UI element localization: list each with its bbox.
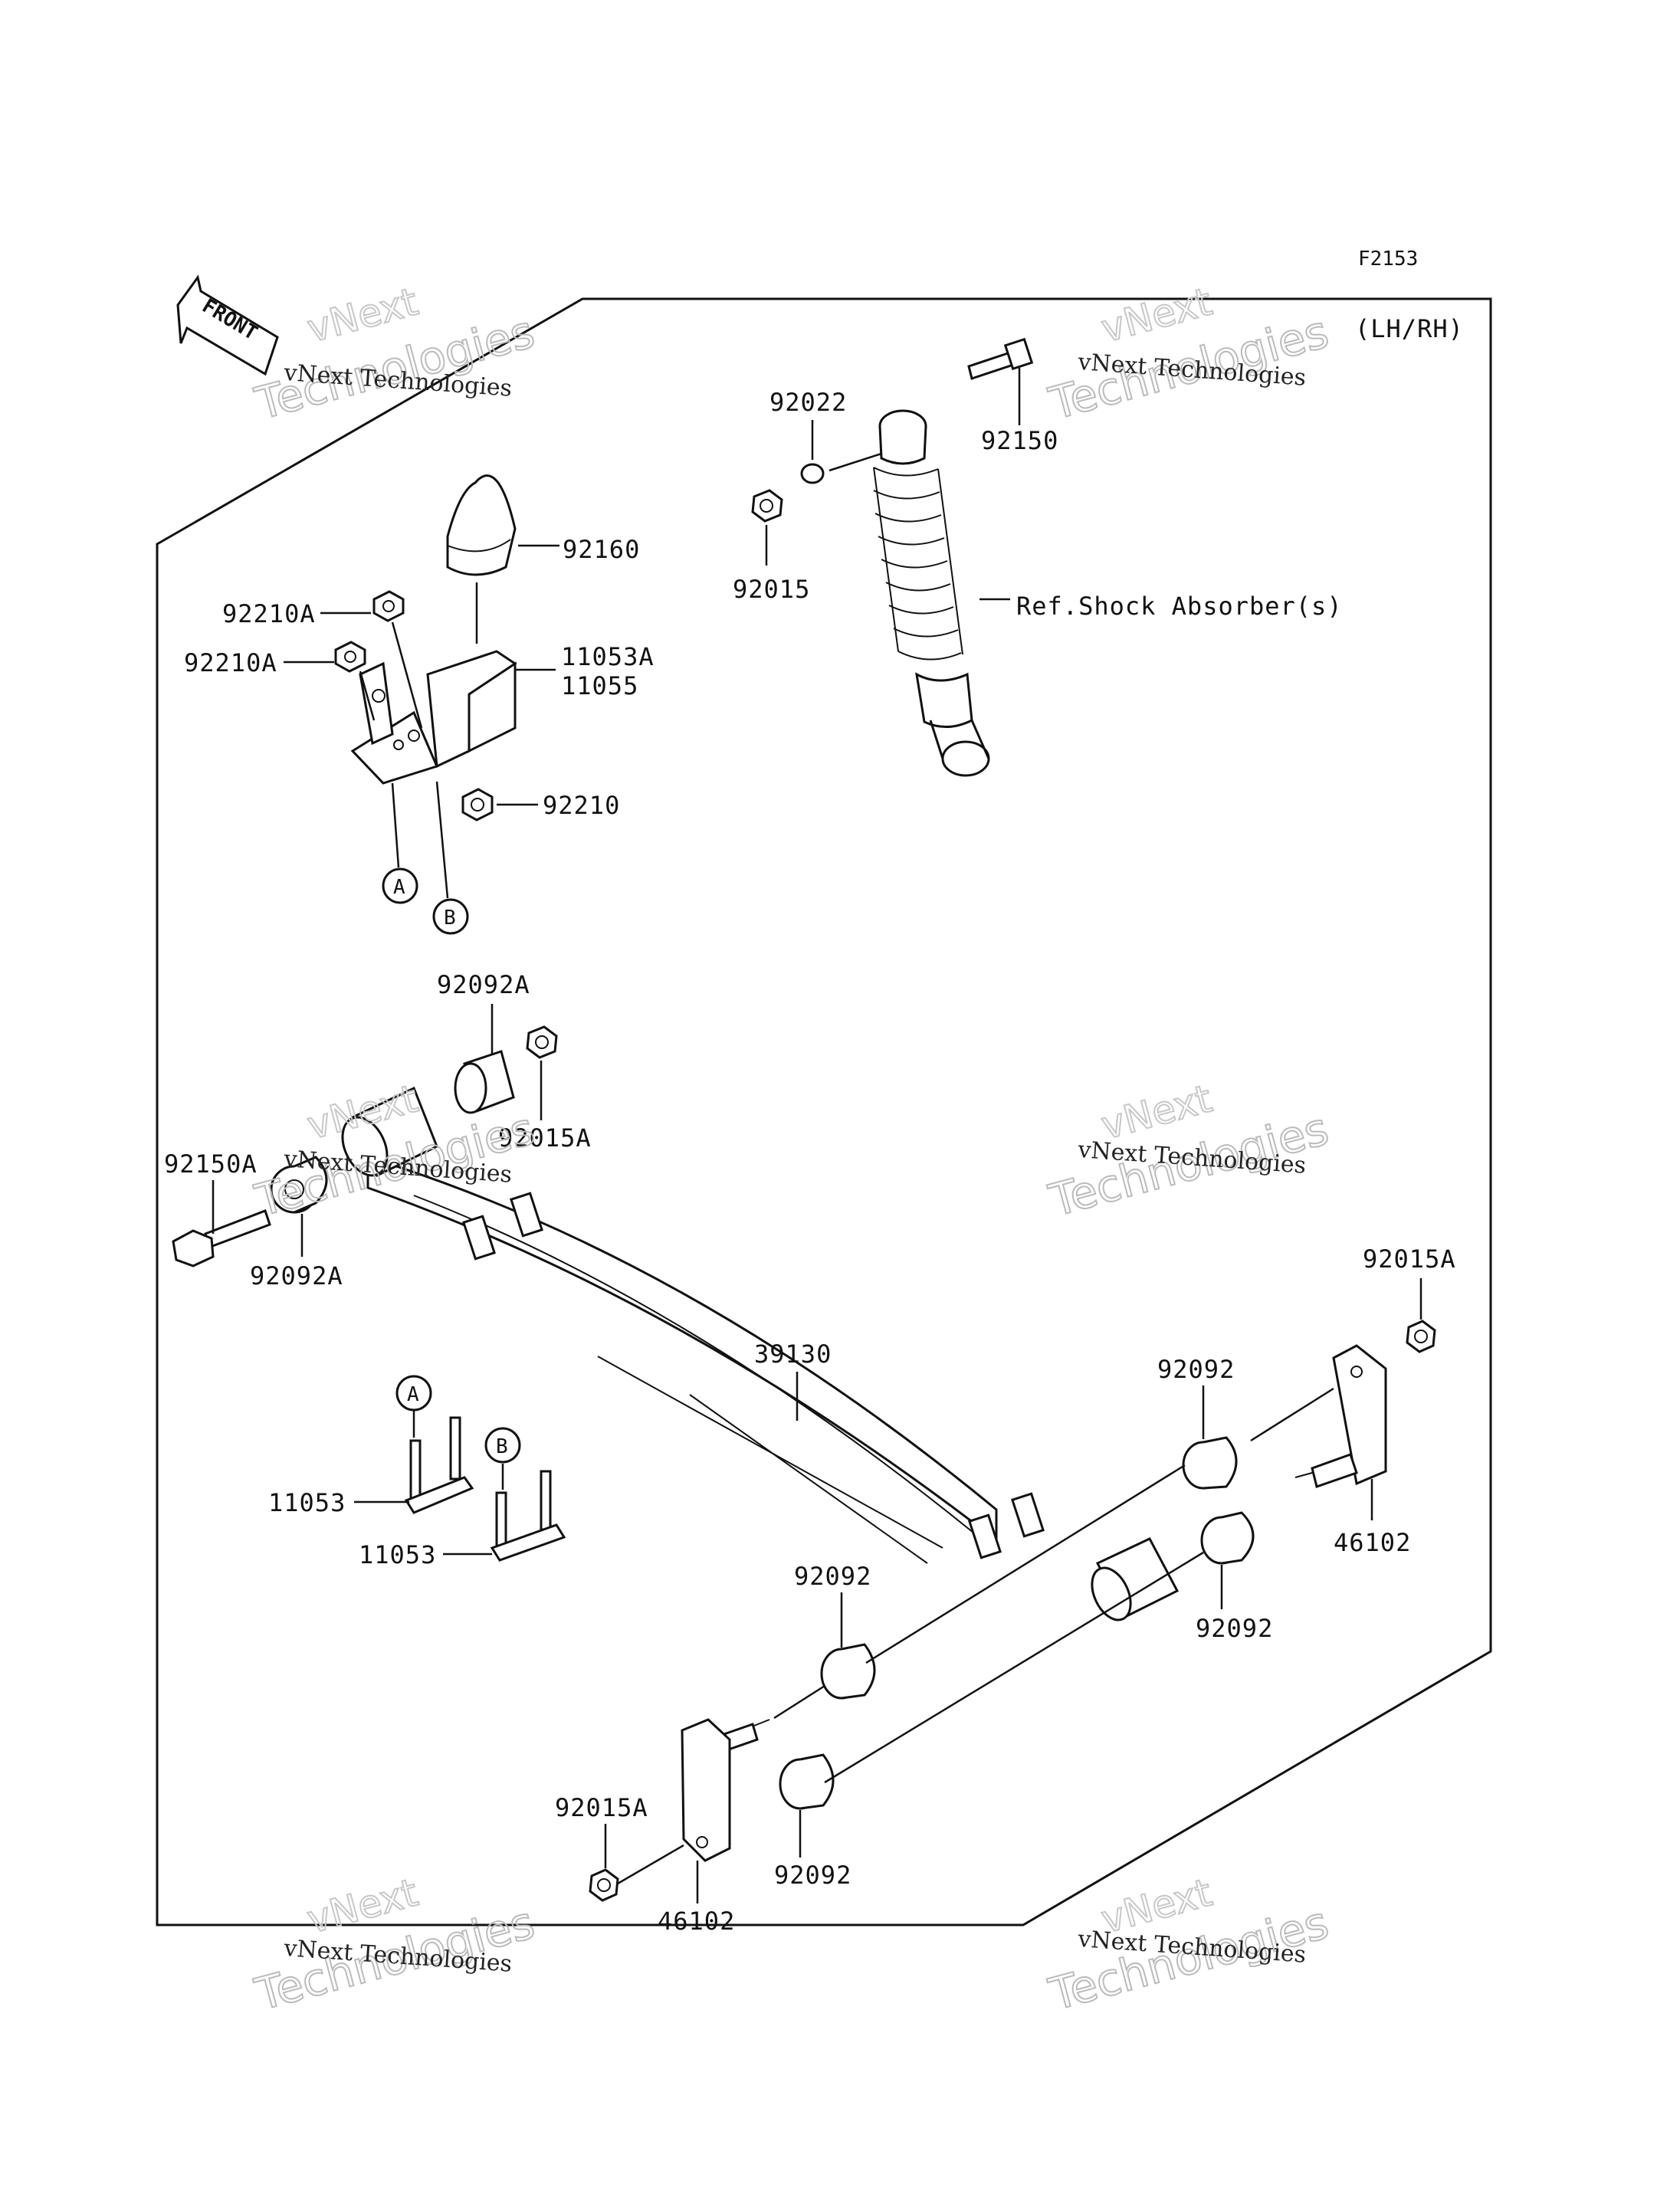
label-92210A-1: 92210A	[222, 599, 316, 628]
label-11053A: 11053A	[561, 642, 655, 671]
callout-A-top: A	[382, 867, 418, 904]
watermark-2: vNext Technologies	[1043, 278, 1334, 431]
ref-shock-absorber: Ref.Shock Absorber(s)	[1016, 592, 1343, 621]
bushing-92092-c	[820, 1643, 876, 1700]
label-92150A: 92150A	[164, 1149, 258, 1179]
label-92092-c: 92092	[794, 1562, 871, 1591]
callout-A-bottom: A	[395, 1375, 432, 1412]
label-46102-bottom: 46102	[658, 1907, 735, 1936]
bracket-11053A	[350, 650, 517, 785]
watermark-6: vNext Technologies	[1043, 1869, 1334, 2022]
figure-code: F2153	[1358, 248, 1418, 271]
u-bolt-11053-2	[490, 1470, 566, 1562]
label-11053-1: 11053	[268, 1488, 346, 1517]
shackle-46102-bottom	[681, 1718, 731, 1862]
svg-text:A: A	[393, 876, 405, 899]
label-92015A-top: 92015A	[498, 1123, 592, 1153]
watermark-4: vNext Technologies	[1043, 1075, 1334, 1228]
bushing-92092-r2	[1200, 1511, 1255, 1565]
bushing-92092-bottom	[779, 1753, 835, 1810]
nut-92015A-top	[526, 1025, 558, 1059]
front-arrow-icon: FRONT	[176, 274, 279, 376]
label-92015A-right: 92015A	[1363, 1244, 1456, 1274]
nut-92210A-1	[372, 590, 405, 622]
shock-absorber	[873, 409, 990, 777]
label-92092A-top: 92092A	[437, 970, 530, 999]
label-92092-r1: 92092	[1157, 1355, 1235, 1384]
label-92022: 92022	[769, 388, 847, 417]
leaf-spring-39130	[366, 1155, 1045, 1564]
label-92160: 92160	[563, 535, 640, 564]
label-92210: 92210	[543, 791, 620, 820]
bushing-92092A-top	[454, 1050, 515, 1114]
washer-92022	[800, 463, 825, 484]
bolt-92150A	[172, 1209, 271, 1267]
nut-92015A-bottom	[589, 1868, 619, 1902]
label-11053-2: 11053	[359, 1540, 436, 1569]
svg-text:B: B	[496, 1435, 508, 1458]
bushing-92092A-left	[270, 1156, 328, 1214]
label-92210A-2: 92210A	[184, 648, 277, 677]
nut-92015	[751, 489, 783, 523]
u-bolt-11053-1	[404, 1416, 474, 1514]
nut-92015A-right	[1406, 1320, 1436, 1353]
callout-B-top: B	[432, 898, 469, 935]
bolt-46102-right	[1294, 1453, 1358, 1488]
bump-stop-92160	[446, 474, 517, 576]
label-92150: 92150	[981, 426, 1058, 455]
nut-92210	[461, 788, 494, 821]
side-note: (LH/RH)	[1355, 314, 1464, 343]
svg-text:B: B	[444, 907, 456, 930]
watermark-5: vNext Technologies	[249, 1869, 540, 2022]
spring-eye-front	[341, 1086, 438, 1178]
label-92015A-bottom: 92015A	[555, 1793, 648, 1822]
label-92092A-left: 92092A	[250, 1261, 343, 1290]
label-92015: 92015	[733, 575, 810, 604]
label-11055: 11055	[561, 671, 638, 700]
svg-text:A: A	[407, 1383, 419, 1406]
label-92092-r2: 92092	[1196, 1614, 1273, 1643]
bushing-92092-r1	[1182, 1436, 1238, 1490]
nut-92210A-2	[334, 641, 366, 673]
diagram-frame	[156, 297, 1492, 1926]
bolt-92150	[967, 337, 1034, 380]
label-46102-right: 46102	[1334, 1528, 1411, 1557]
label-39130: 39130	[754, 1340, 832, 1369]
watermark-1: vNext Technologies	[249, 278, 540, 431]
label-92092-bottom: 92092	[774, 1861, 851, 1890]
spring-eye-rear	[1091, 1537, 1180, 1622]
callout-B-bottom: B	[484, 1427, 521, 1464]
